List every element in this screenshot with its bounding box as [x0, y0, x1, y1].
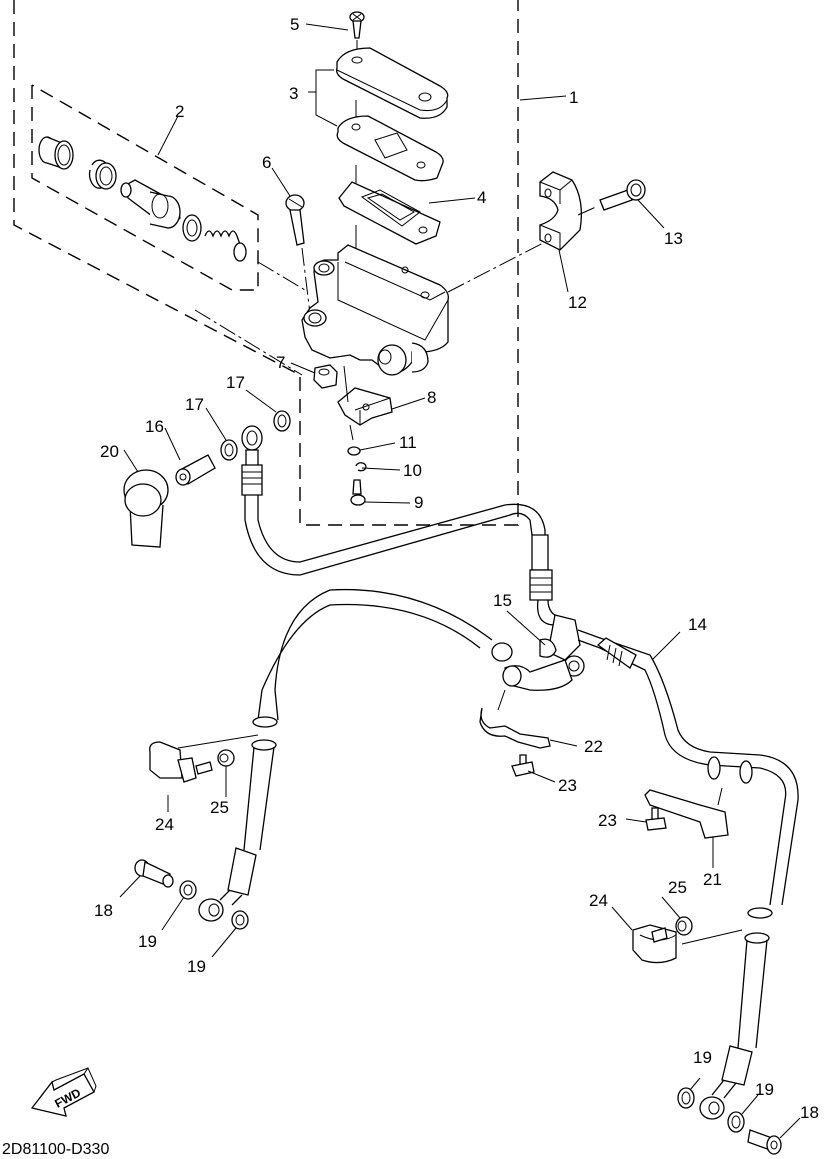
callout-12: 12 — [568, 293, 587, 312]
diagram-code: 2D81100-D330 — [2, 1141, 109, 1158]
forward-direction-arrow: FWD — [30, 1067, 97, 1117]
piston-kit-boundary-2 — [31, 84, 259, 291]
callout-4: 4 — [477, 188, 486, 207]
callout-15: 15 — [493, 591, 512, 610]
master-cylinder-body — [194, 244, 449, 389]
callout-20: 20 — [100, 442, 119, 461]
callout-23-right: 23 — [598, 811, 617, 830]
callout-7: 7 — [276, 353, 285, 372]
callout-25-right: 25 — [668, 878, 687, 897]
brake-hose-right — [632, 754, 799, 1155]
brake-hose-upper — [244, 495, 563, 626]
hose-junction — [261, 588, 761, 784]
callout-3: 3 — [289, 84, 298, 103]
reservoir-cap-stack — [285, 11, 449, 331]
callout-24-left: 24 — [155, 815, 174, 834]
callout-2: 2 — [175, 102, 184, 121]
callout-14: 14 — [688, 615, 707, 634]
callout-18-right: 18 — [800, 1103, 819, 1122]
callout-1: 1 — [569, 88, 578, 107]
brake-hose-left — [134, 689, 279, 930]
callout-8: 8 — [427, 388, 436, 407]
callout-13: 13 — [664, 229, 683, 248]
callout-19-right-b: 19 — [755, 1080, 774, 1099]
callout-17-lower: 17 — [185, 395, 204, 414]
callout-19-left-a: 19 — [138, 932, 157, 951]
callout-9: 9 — [414, 493, 423, 512]
piston-kit-parts — [38, 136, 247, 262]
banjo-fitting-upper — [123, 410, 291, 548]
callout-18-left: 18 — [94, 901, 113, 920]
callout-17-upper: 17 — [226, 373, 245, 392]
callout-labels: 5 3 1 2 6 4 13 12 7 17 17 8 16 20 11 10 … — [94, 15, 819, 1122]
bracket-22 — [479, 689, 551, 777]
callout-10: 10 — [403, 461, 422, 480]
brake-switch-parts — [337, 365, 393, 506]
handlebar-clamp — [447, 171, 646, 293]
callout-22: 22 — [584, 737, 603, 756]
callout-5: 5 — [290, 15, 299, 34]
callout-6: 6 — [262, 153, 271, 172]
callout-24-right: 24 — [589, 891, 608, 910]
callout-19-right-a: 19 — [693, 1048, 712, 1067]
callout-23-center: 23 — [558, 776, 577, 795]
leader-lines — [119, 23, 801, 1139]
callout-19-left-b: 19 — [187, 957, 206, 976]
assembly-boundary-1 — [13, 0, 519, 526]
callout-25-left: 25 — [210, 798, 229, 817]
callout-11: 11 — [399, 433, 417, 452]
callout-21: 21 — [703, 870, 722, 889]
callout-16: 16 — [145, 417, 164, 436]
